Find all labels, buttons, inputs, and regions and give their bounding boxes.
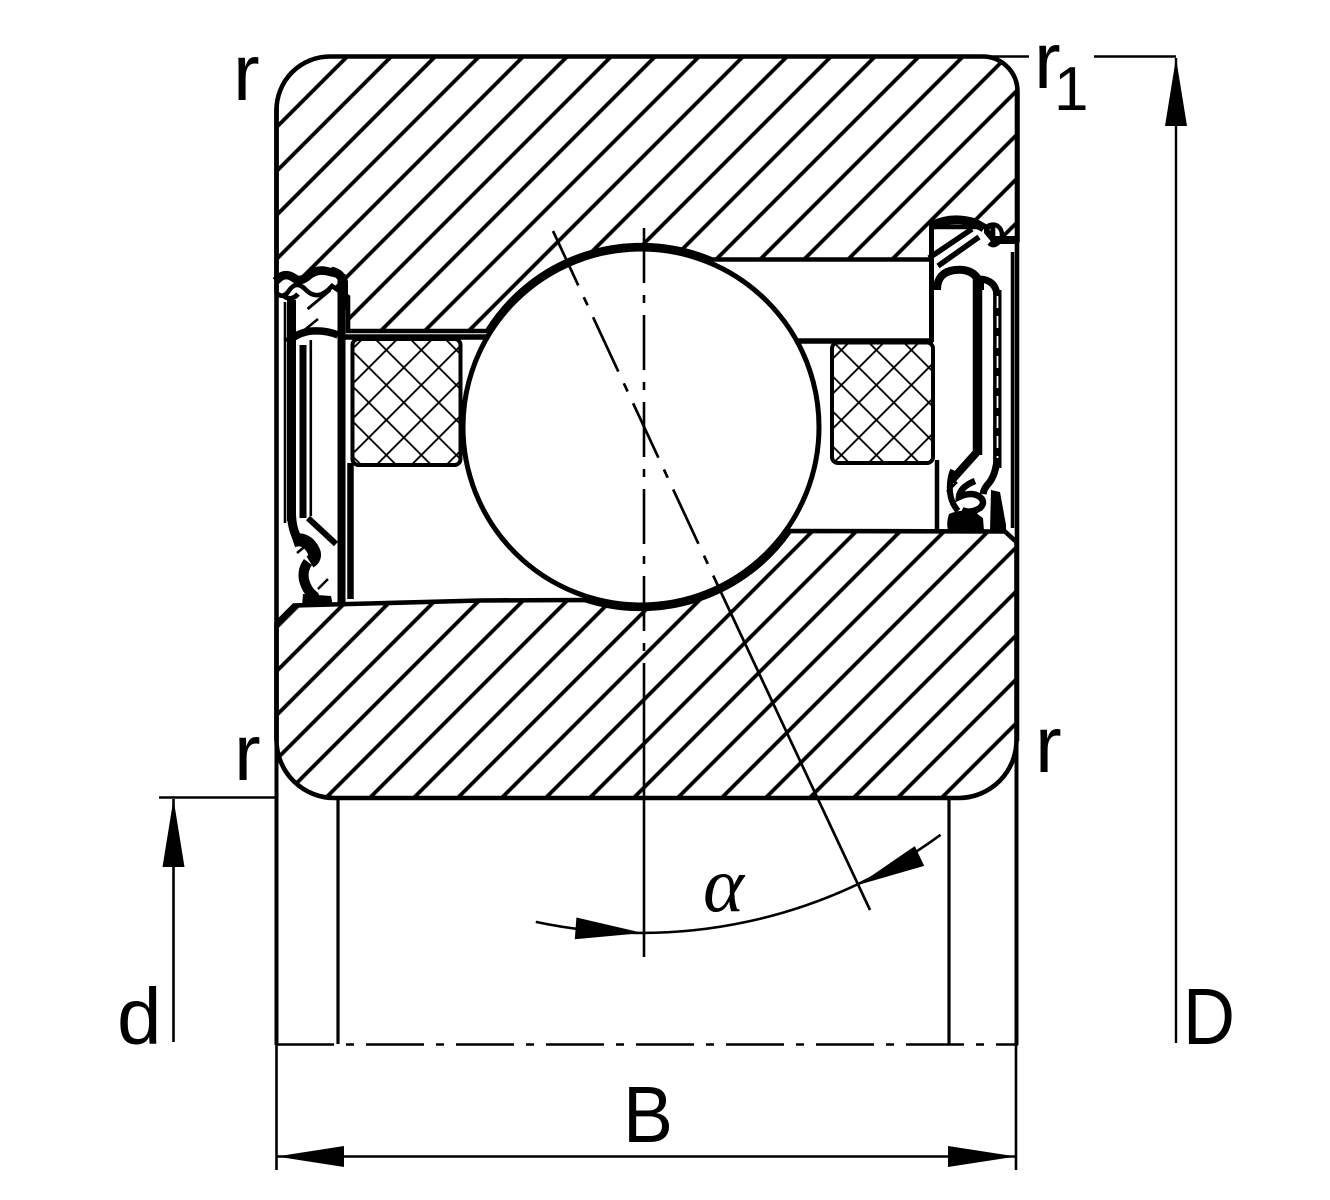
svg-text:1: 1 bbox=[1054, 55, 1088, 124]
svg-text:D: D bbox=[1183, 972, 1235, 1061]
svg-text:r: r bbox=[1034, 16, 1061, 105]
svg-text:r: r bbox=[233, 28, 260, 117]
svg-text:r: r bbox=[234, 708, 261, 797]
svg-text:d: d bbox=[117, 972, 162, 1061]
svg-text:r: r bbox=[1035, 700, 1062, 789]
svg-text:α: α bbox=[703, 841, 746, 928]
svg-text:B: B bbox=[623, 1070, 673, 1159]
